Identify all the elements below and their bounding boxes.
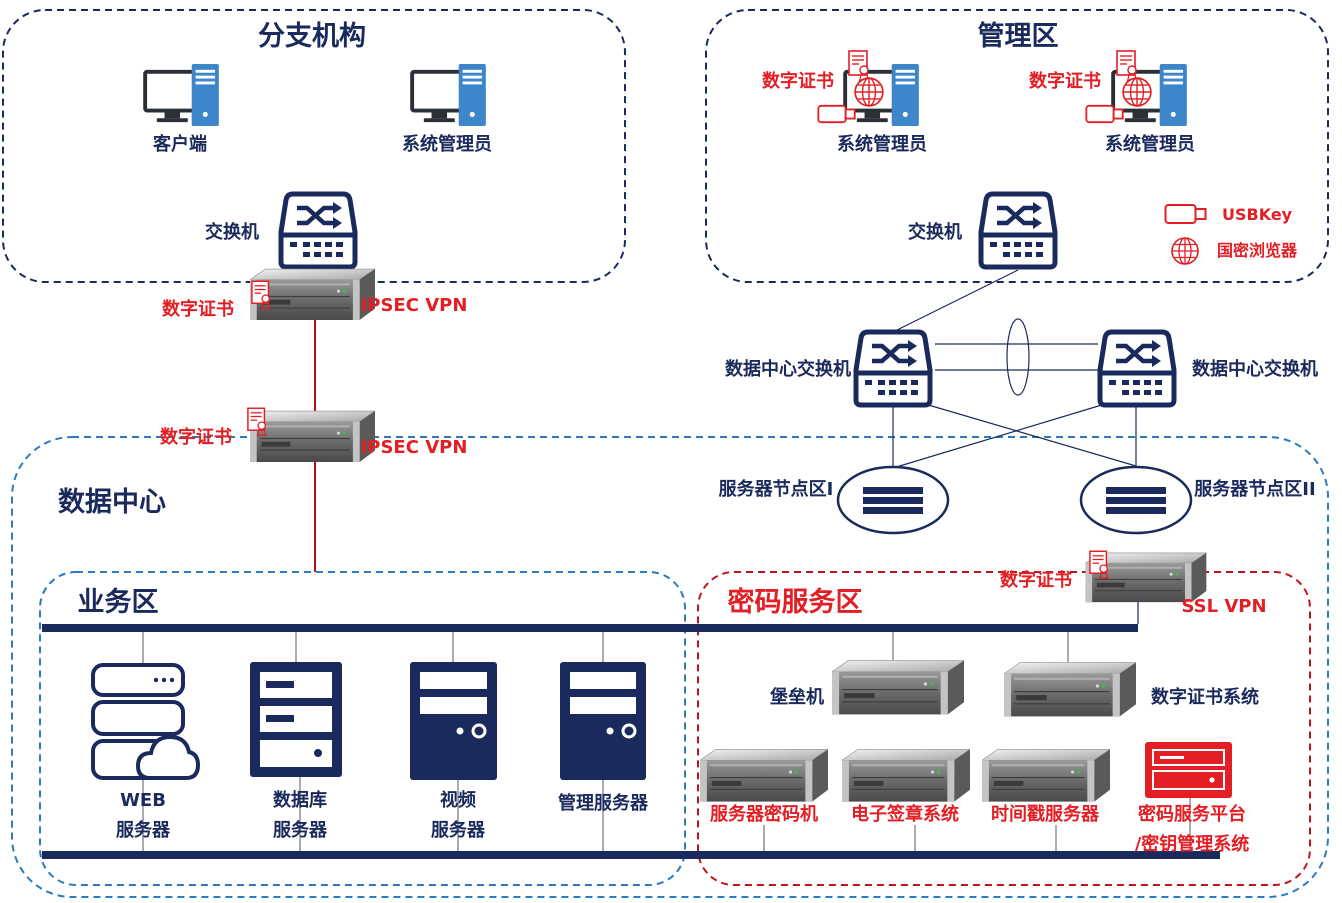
database-server-icon [250,662,342,777]
business-zone-region [39,571,686,886]
branch-switch-icon [281,194,355,267]
dc-ipsec-vpn-server-icon [250,410,375,463]
legend-browser-label: 国密浏览器 [1217,241,1298,260]
video-server-label-line2: 服务器 [431,819,486,841]
dc-switch-icon-right [1100,332,1174,405]
esign-server-icon [842,748,970,803]
dc-switch-label-left: 数据中心交换机 [725,358,851,380]
ssl-vpn-cert-label: 数字证书 [1000,569,1072,591]
bottom-network-bus [42,851,1220,859]
mgmt-to-dc-switch-link [892,269,1019,333]
mgmt-switch-label: 交换机 [908,221,962,243]
datacenter-region [11,436,1329,898]
mgmt-cert-label-1: 数字证书 [762,70,834,92]
client-pc-icon [143,64,221,128]
ssl-vpn-label: SSL VPN [1181,596,1266,617]
crypto-zone-region [697,571,1311,886]
video-server-icon [410,662,497,780]
branch-admin-label: 系统管理员 [402,133,492,155]
management-region [705,9,1329,283]
mgmt-browser-globe-icon-2 [1122,77,1152,107]
server-drop-lines [142,632,1191,851]
link-aggregation-ring [1006,318,1030,396]
video-server-label-line1: 视频 [440,789,476,811]
cert-system-server-icon [1004,662,1136,717]
web-server-label-line2: 服务器 [116,819,171,841]
bastion-host-label: 堡垒机 [769,686,824,708]
branch-title: 分支机构 [258,21,366,52]
mgmt-browser-globe-icon-1 [854,77,884,107]
hsm-label: 服务器密码机 [710,803,818,825]
mgmt-cert-label-2: 数字证书 [1029,70,1101,92]
management-title: 管理区 [978,21,1059,52]
dc-link-left-right [924,403,1137,467]
mgmt-admin-label-2: 系统管理员 [1105,133,1195,155]
bastion-host-server-icon [832,660,964,715]
dc-switch-icon-left [856,332,930,405]
crypto-platform-label-line2: /密钥管理系统 [1135,833,1250,855]
server-node-zone-1-icon [836,465,950,535]
business-zone-title: 业务区 [78,587,159,618]
legend-browser-globe-icon [1171,237,1199,265]
server-node-zone-2-icon [1079,465,1193,535]
datacenter-title: 数据中心 [58,487,166,518]
timestamp-server-icon [982,748,1110,803]
hsm-server-icon [700,748,828,803]
crypto-platform-server-icon [1145,742,1232,798]
mgmt-admin-label-1: 系统管理员 [837,133,927,155]
branch-region [2,9,626,283]
mgmt-switch-icon [981,194,1055,267]
legend-usbkey-label: USBKey [1222,205,1293,224]
esign-label: 电子签章系统 [851,803,959,825]
dc-ipsec-vpn-label: IPSEC VPN [361,437,468,458]
top-network-bus [42,624,1138,632]
database-server-label-line2: 服务器 [273,819,328,841]
branch-switch-label: 交换机 [205,221,259,243]
database-server-label-line1: 数据库 [273,789,327,811]
dc-link-right-left [892,403,1106,469]
server-node-zone-2-label: 服务器节点区II [1194,478,1315,500]
branch-ipsec-vpn-label: IPSEC VPN [361,295,468,316]
web-cloud-server-icon [91,663,201,780]
web-server-label-line1: WEB [120,790,166,811]
legend-usbkey-icon [1164,204,1207,224]
cert-system-label: 数字证书系统 [1151,686,1259,708]
branch-admin-pc-icon [410,64,488,128]
management-server-icon [560,662,646,780]
server-node-zone-1-label: 服务器节点区I [719,478,834,500]
branch-vpn-cert-label: 数字证书 [162,298,234,320]
timestamp-label: 时间戳服务器 [991,803,1100,825]
client-label: 客户端 [153,133,207,155]
dc-vpn-cert-label: 数字证书 [160,426,232,448]
dc-switch-label-right: 数据中心交换机 [1192,358,1318,380]
crypto-platform-label-line1: 密码服务平台 [1138,803,1246,825]
management-server-label: 管理服务器 [558,792,649,814]
crypto-zone-title: 密码服务区 [728,586,863,618]
